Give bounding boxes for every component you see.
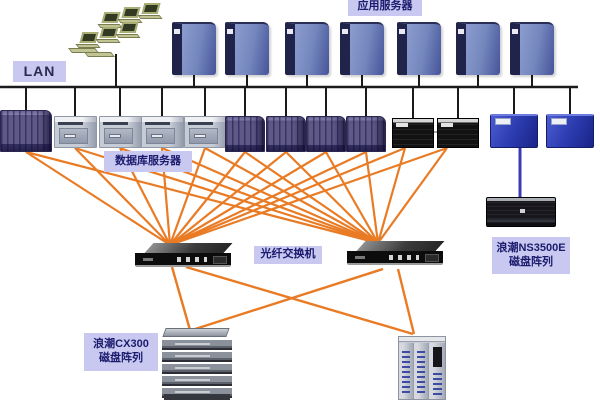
db-server-chassis-icon <box>225 116 265 152</box>
app-server-icon <box>225 22 269 75</box>
fiber-switch-label: 光纤交换机 <box>254 246 322 264</box>
db-server-chassis-icon <box>346 116 386 152</box>
workstation-cluster-icon <box>68 2 163 60</box>
ns3500e-label-line2: 磁盘阵列 <box>509 255 553 268</box>
app-server-icon <box>510 22 554 75</box>
app-server-icon <box>456 22 500 75</box>
db-server-icon <box>141 116 184 148</box>
fiber-link-line <box>25 151 171 246</box>
ns3500e-disk-array-icon <box>486 197 556 227</box>
ns3500e-label-line1: 浪潮NS3500E <box>496 241 566 254</box>
storage-cross-link-line <box>170 266 192 331</box>
fiber-link-line <box>364 151 380 244</box>
lan-label-text: LAN <box>23 62 56 79</box>
cx300-label-line1: 浪潮CX300 <box>93 338 149 351</box>
storage-cross-link-line <box>191 267 384 332</box>
fiber-link-line <box>377 147 448 244</box>
ns3500e-disk-array-label: 浪潮NS3500E 磁盘阵列 <box>492 237 570 274</box>
cx300-label-line2: 磁盘阵列 <box>99 352 143 364</box>
fiber-link-line <box>168 147 207 246</box>
db-server-chassis-icon <box>306 116 346 152</box>
rack-server-icon <box>437 118 479 148</box>
app-servers-label-text: 应用服务器 <box>357 0 413 13</box>
app-server-icon <box>172 22 216 75</box>
db-server-chassis-icon <box>0 110 52 152</box>
storage-cross-link-line <box>396 268 416 335</box>
fiber-link-line <box>169 151 367 246</box>
nas-storage-icon <box>490 114 538 148</box>
nas-storage-icon <box>546 114 594 148</box>
fiber-link-line <box>169 151 246 246</box>
fiber-link-line <box>169 146 448 247</box>
app-server-icon <box>340 22 384 75</box>
fiber-link-line <box>169 146 406 247</box>
cx300-disk-array-icon <box>162 328 232 400</box>
fiber-link-line <box>25 150 379 245</box>
db-server-icon <box>54 116 97 148</box>
db-server-icon <box>99 116 142 148</box>
fiber-link-line <box>169 151 327 246</box>
lan-label: LAN <box>13 61 66 82</box>
db-servers-label: 数据库服务器 <box>104 151 192 172</box>
db-server-icon <box>184 116 227 148</box>
fiber-link-line <box>161 146 379 245</box>
db-servers-label-text: 数据库服务器 <box>115 154 181 167</box>
fiber-switch-icon <box>135 243 233 269</box>
app-server-icon <box>285 22 329 75</box>
cx300-disk-array-label: 浪潮CX300 磁盘阵列 <box>84 333 158 371</box>
fiber-link-line <box>169 151 287 246</box>
storage-cross-link-line <box>185 265 414 336</box>
app-servers-label: 应用服务器 <box>348 0 422 16</box>
db-server-chassis-icon <box>266 116 306 152</box>
tower-storage-icon <box>398 336 446 400</box>
rack-server-icon <box>392 118 434 148</box>
fiber-switch-label-text: 光纤交换机 <box>260 248 316 261</box>
fiber-switch-icon <box>347 241 445 269</box>
fiber-link-line <box>74 147 171 246</box>
app-server-icon <box>397 22 441 75</box>
